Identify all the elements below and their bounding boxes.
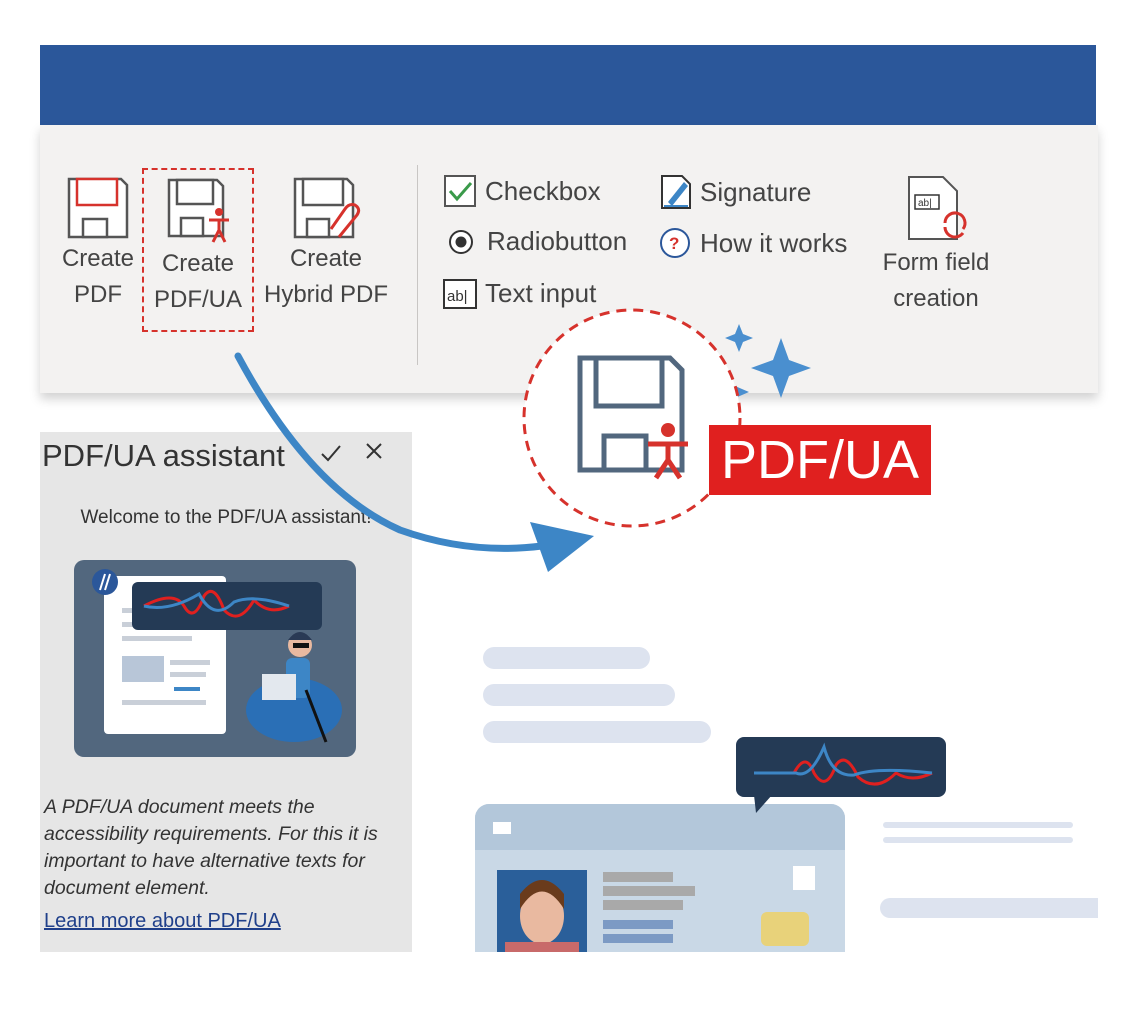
create-hybrid-label-1: Create <box>289 245 363 272</box>
svg-text:ab|: ab| <box>447 288 468 305</box>
signature-tool[interactable]: Signature <box>660 174 811 210</box>
accessibility-person-icon <box>209 208 229 243</box>
floppy-disk-icon <box>67 177 129 239</box>
text-placeholder-line <box>483 684 675 706</box>
accessibility-person-icon <box>648 423 688 480</box>
how-it-works-label: How it works <box>700 227 848 258</box>
close-icon[interactable] <box>365 442 383 460</box>
assistant-title: PDF/UA assistant <box>42 438 285 473</box>
form-field-label-2: creation <box>893 285 979 312</box>
radiobutton-label: Radiobutton <box>487 226 628 256</box>
signature-icon <box>661 175 691 209</box>
checkbox-icon <box>444 175 476 207</box>
pdfua-badge: PDF/UA <box>709 425 932 495</box>
text-input-label: Text input <box>485 278 597 308</box>
create-pdf-label-2: PDF <box>74 281 122 308</box>
create-hybrid-pdf-button[interactable]: Create Hybrid PDF <box>255 175 397 313</box>
create-pdfua-label-1: Create <box>161 250 235 277</box>
create-pdfua-button[interactable]: Create PDF/UA <box>142 168 254 332</box>
how-it-works-button[interactable]: ? How it works <box>658 226 847 260</box>
checkbox-tool[interactable]: Checkbox <box>443 174 601 208</box>
arrow-illustration <box>234 352 594 572</box>
id-card-illustration <box>475 804 845 952</box>
pdfua-callout-circle <box>522 308 742 528</box>
assistant-illustration <box>74 560 356 757</box>
radiobutton-tool[interactable]: Radiobutton <box>447 226 627 257</box>
text-placeholder-line <box>483 721 711 743</box>
text-placeholder-line <box>883 837 1073 843</box>
floppy-disk-icon <box>167 178 229 243</box>
ribbon-separator <box>417 165 418 365</box>
help-icon: ? <box>660 228 690 258</box>
assistant-welcome: Welcome to the PDF/UA assistant! <box>80 507 372 528</box>
pin-icon[interactable] <box>320 444 342 462</box>
title-bar <box>40 45 1096 125</box>
audio-bubble-illustration <box>736 737 946 813</box>
form-field-label-1: Form field <box>882 249 990 276</box>
text-input-tool[interactable]: ab| Text input <box>443 278 596 309</box>
create-pdfua-label-2: PDF/UA <box>153 286 242 313</box>
text-placeholder-line <box>880 898 1098 918</box>
text-placeholder-line <box>883 822 1073 828</box>
paperclip-icon <box>329 203 361 238</box>
assistant-description: A PDF/UA document meets the accessibilit… <box>44 796 378 899</box>
create-pdf-label-1: Create <box>61 245 135 272</box>
radio-icon <box>449 229 473 254</box>
floppy-disk-icon <box>293 177 361 239</box>
learn-more-link[interactable]: Learn more about PDF/UA <box>44 910 281 932</box>
text-placeholder-line <box>483 647 650 669</box>
create-pdf-button[interactable]: Create PDF <box>58 175 138 313</box>
svg-text:ab|: ab| <box>918 198 932 209</box>
checkbox-label: Checkbox <box>485 175 601 206</box>
create-hybrid-label-2: Hybrid PDF <box>263 281 389 308</box>
signature-label: Signature <box>700 176 812 207</box>
svg-text:?: ? <box>669 234 679 253</box>
text-field-icon: ab| <box>443 278 477 309</box>
form-field-icon: ab| <box>908 176 967 240</box>
form-field-creation-button[interactable]: ab| Form field creation <box>866 175 1006 317</box>
